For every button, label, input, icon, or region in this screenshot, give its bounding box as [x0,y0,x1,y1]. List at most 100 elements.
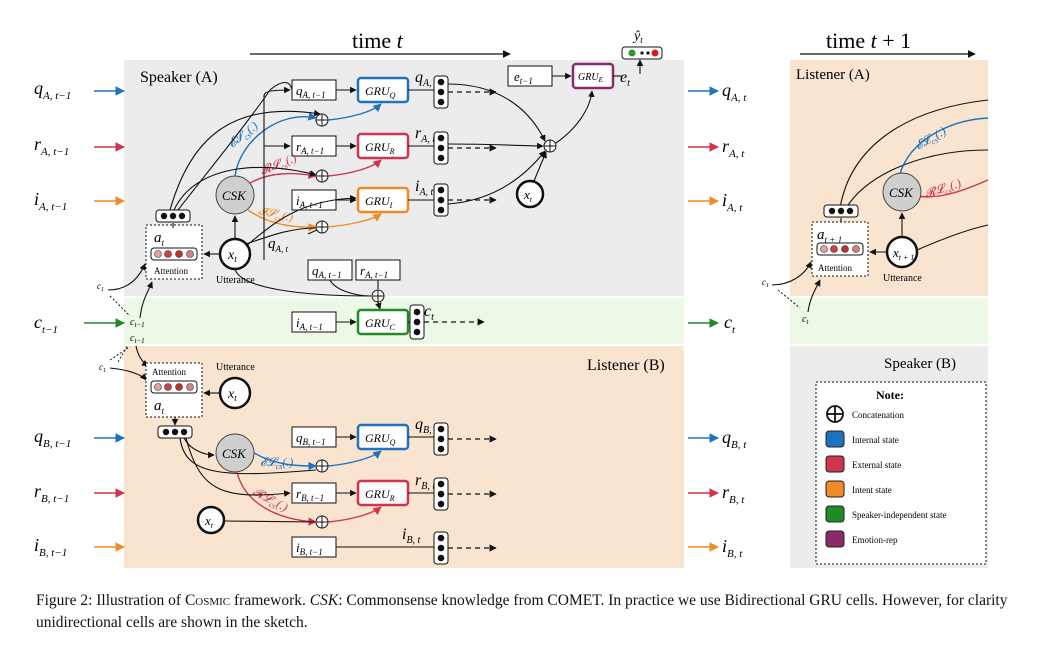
caption-cosmic: Cosmic [184,592,231,609]
caption-csk: CSK [309,592,339,609]
concat-r-a [315,169,329,183]
svg-text:xt + 1: xt + 1 [892,245,914,262]
label-i-b-t: iB, t [402,526,421,546]
legend-swatch [825,530,845,548]
svg-text:GRUR: GRUR [365,140,395,156]
legend-swatch [825,480,845,498]
legend-label: Speaker-independent state [852,510,947,520]
svg-text:rB, t−1: rB, t−1 [296,486,324,503]
svg-text:Utterance: Utterance [216,275,255,286]
svg-text:GRUE: GRUE [578,72,604,84]
input-q-b: qB, t−1 [34,426,71,450]
svg-text:Attention: Attention [152,367,186,377]
output-i-b: iB, t [722,536,743,560]
svg-text:qA, t−1: qA, t−1 [312,263,342,280]
label-r-b-t: rB, t [415,472,435,492]
output-i-a: iA, t [722,190,743,214]
label-c1-next: c1 [762,277,769,289]
attention-weights-a [150,247,198,261]
vec-q-a [433,75,449,109]
concat-context [371,289,385,303]
vec-r-a [433,131,449,165]
legend-swatch [825,430,845,448]
legend-item: Internal state [825,430,899,448]
concat-i-a [315,220,329,234]
input-i-b: iB, t−1 [34,535,67,559]
middle-outputs: qA, t rA, t iA, t ct qB, t rB, t iB, t [688,80,747,560]
vec-i-a [433,183,449,217]
svg-text:ct−1: ct−1 [130,333,145,345]
svg-text:at: at [154,398,165,416]
output-r-a: rA, t [722,136,745,160]
rel-is: 𝓘𝓢cs(.) [257,203,295,226]
vec-r-b [433,477,449,511]
svg-text:at: at [154,230,165,248]
svg-text:Attention: Attention [154,266,188,276]
legend-label: Intent state [852,485,892,495]
svg-text:GRUC: GRUC [365,316,396,332]
utterance-x-b2 [196,505,226,535]
legend-label: External state [852,460,901,470]
label-y-hat: ŷt [632,29,643,45]
svg-text:rA, t−1: rA, t−1 [360,263,388,280]
svg-text:at + 1: at + 1 [817,227,842,245]
output-r-b: rB, t [722,482,745,506]
speaker-a-title: Speaker (A) [140,69,218,86]
svg-text:rA, t−1: rA, t−1 [296,139,324,156]
listener-b-title: Listener (B) [587,357,665,374]
svg-text:CSK: CSK [222,188,247,203]
input-i-a: iA, t−1 [34,189,67,213]
svg-text:GRUQ: GRUQ [365,84,396,100]
legend-item: Intent state [825,480,892,498]
svg-text:xt: xt [204,513,214,530]
time-t-label: time t [352,28,404,53]
vec-i-b [433,531,449,565]
svg-text:iB, t−1: iB, t−1 [296,540,323,557]
context-block: qA, t−1 rA, t−1 iA, t−1 GRUC ct c1 ct−1 … [97,259,485,345]
label-i-a-t: iA, t [415,178,434,198]
listener-a-title: Listener (A) [796,67,870,83]
svg-text:iA, t−1: iA, t−1 [296,315,323,332]
output-q-b: qB, t [722,427,747,451]
rel-rl-a: 𝓡𝓛cs(.) [923,176,964,203]
input-q-a: qA, t−1 [34,78,71,102]
legend-label: Emotion-rep [852,535,898,545]
input-c: ct−1 [34,312,58,336]
rel-el-b: 𝓔𝓛cs(.) [260,455,293,471]
label-r-a-t: rA, t [415,125,435,145]
attention-weights-a-next [816,242,864,256]
legend-swatch [825,505,845,523]
input-r-a: rA, t−1 [34,134,69,158]
input-r-b: rB, t−1 [34,481,69,505]
svg-text:GRUR: GRUR [365,487,395,503]
legend-swatch [825,455,845,473]
svg-text:CSK: CSK [889,185,914,200]
utterance-x-emotion [515,179,545,209]
label-c1-a: c1 [97,281,104,293]
concat-q-b [315,459,329,473]
vec-c [409,304,425,340]
svg-text:xt: xt [523,187,533,204]
svg-text:Utterance: Utterance [883,273,922,284]
label-e-t: et [620,69,630,89]
concat-r-b [315,515,329,529]
listener-a-block: 𝓔𝓛cs(.) 𝓡𝓛cs(.) CSK at + 1 Attention xt … [762,99,989,326]
context-panel-next [790,298,988,344]
legend-title: Note: [876,388,904,402]
speaker-a-block: qA, t−1 rA, t−1 iA, t−1 GRUQ GRUR GRUI q… [145,29,663,286]
svg-text:qA, t−1: qA, t−1 [296,83,326,100]
output-c: ct [724,312,736,336]
attn-output-vec-a [155,209,191,223]
speaker-b-title: Speaker (B) [884,356,956,372]
legend-label: Internal state [852,435,899,445]
csk-node-a-next [882,172,922,212]
attn-output-vec-a-next [823,204,859,218]
svg-text:GRUI: GRUI [365,194,393,210]
legend-label: Concatenation [852,410,904,420]
svg-text:et−1: et−1 [514,69,533,86]
concat-q-a [315,113,329,127]
svg-text:ct−1: ct−1 [130,317,145,329]
vec-q-b [433,422,449,456]
output-q-a: qA, t [722,80,747,104]
